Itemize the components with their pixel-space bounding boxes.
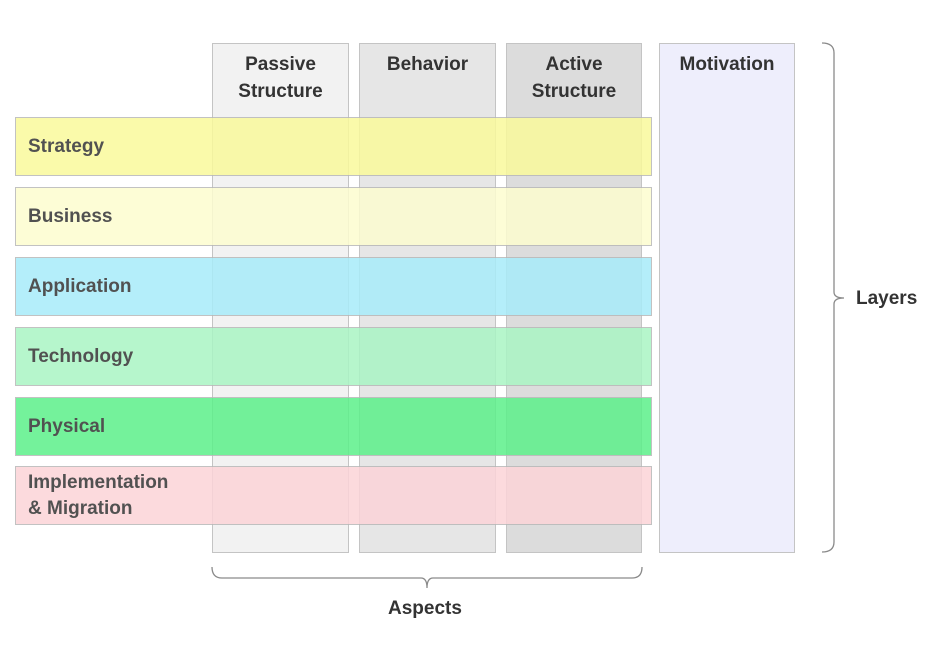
layer-label-business: Business bbox=[28, 205, 113, 227]
layer-band-strategy: Strategy bbox=[15, 117, 652, 176]
layer-label-strategy: Strategy bbox=[28, 135, 105, 157]
layer-band-business: Business bbox=[15, 187, 652, 246]
aspects-axis-label: Aspects bbox=[388, 598, 462, 619]
column-title-passive-structure: Passive Structure bbox=[238, 54, 323, 102]
layer-label-application: Application bbox=[28, 275, 132, 297]
layer-label-physical: Physical bbox=[28, 415, 106, 437]
column-title-behavior: Behavior bbox=[386, 54, 469, 75]
layer-label-technology: Technology bbox=[28, 345, 134, 367]
column-title-motivation: Motivation bbox=[679, 54, 775, 75]
layers-axis-label: Layers bbox=[856, 288, 918, 309]
column-title-active-structure: Active Structure bbox=[531, 54, 617, 102]
layer-band-implementation-migration: Implementation & Migration bbox=[15, 466, 652, 525]
column-motivation: Motivation bbox=[659, 43, 795, 553]
layers-bracket bbox=[821, 42, 845, 553]
layer-band-physical: Physical bbox=[15, 397, 652, 456]
layer-band-technology: Technology bbox=[15, 327, 652, 386]
aspects-bracket bbox=[211, 566, 643, 589]
layer-label-implementation-migration: Implementation & Migration bbox=[28, 471, 169, 519]
layer-band-application: Application bbox=[15, 257, 652, 316]
